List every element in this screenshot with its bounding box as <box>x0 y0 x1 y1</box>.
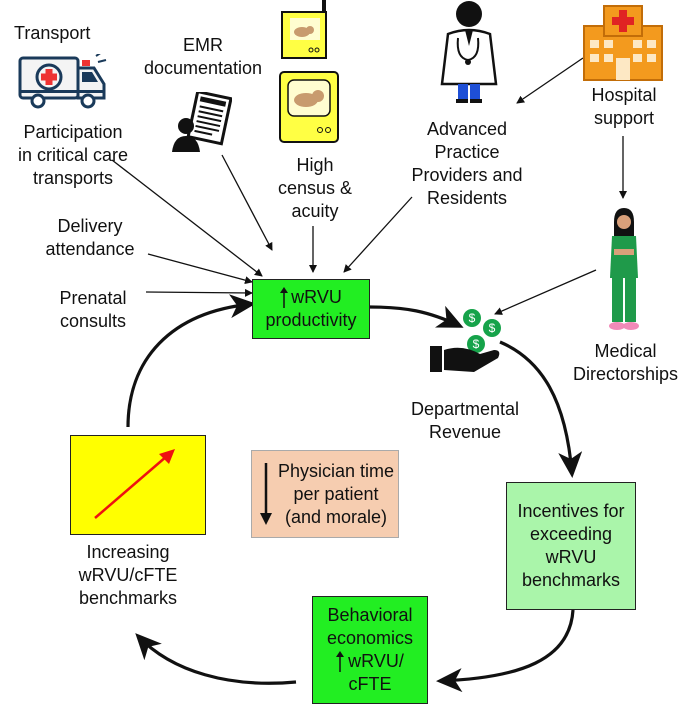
behavioral-line1: Behavioral economics <box>326 605 414 648</box>
wrvu-productivity-line1: wRVU <box>291 287 342 307</box>
up-arrow-icon <box>280 286 289 308</box>
cycle-arrow-incentives-to-behavioral <box>436 609 575 693</box>
hospital-building-icon <box>583 5 663 81</box>
svg-text:$: $ <box>473 337 480 351</box>
arrow-emr-to-wrvu <box>221 154 273 251</box>
wrvu-productivity-line2: productivity <box>265 310 357 330</box>
label-prenatal: Prenatal consults <box>59 288 127 331</box>
cycle-arrow-benchmarks-to-wrvu <box>126 294 256 428</box>
up-arrow-icon <box>336 650 345 672</box>
incentives-text: Incentives for exceeding wRVU benchmarks <box>517 501 625 590</box>
arrow-participation-to-wrvu <box>111 159 263 277</box>
arrow-directorships-to-revenue <box>494 269 597 315</box>
arrow-hospital-to-app <box>516 57 584 104</box>
female-doctor-icon <box>609 208 639 330</box>
label-increasing-benchmarks: Increasing wRVU/cFTE benchmarks <box>78 542 178 608</box>
document-signature-icon <box>172 92 232 152</box>
ambulance-icon <box>18 54 107 109</box>
money-hand-icon: $ $ $ <box>430 309 501 372</box>
label-hospital-support: Hospital support <box>591 85 657 128</box>
label-delivery: Delivery attendance <box>45 216 135 259</box>
down-arrow-icon <box>260 463 272 525</box>
physician-time-box: Physician time per patient (and morale) <box>251 450 399 538</box>
baby-incubator-icon <box>279 0 339 143</box>
label-departmental-revenue: Departmental Revenue <box>410 399 520 442</box>
behavioral-economics-box: Behavioral economics wRVU/ cFTE <box>312 596 428 704</box>
label-emr: EMR documentation <box>143 35 263 78</box>
behavioral-line2: wRVU/ <box>348 651 404 671</box>
doctor-icon <box>440 1 498 103</box>
physician-time-text: Physician time per patient (and morale) <box>277 460 395 527</box>
label-high-census: High census & acuity <box>277 155 353 221</box>
trend-up-arrow-icon <box>94 449 175 519</box>
label-participation: Participation in critical care transport… <box>17 122 129 188</box>
behavioral-line3: cFTE <box>348 674 392 694</box>
arrow-delivery-to-wrvu <box>147 253 253 285</box>
label-medical-directorships: Medical Directorships <box>572 341 679 384</box>
svg-text:$: $ <box>489 321 496 335</box>
label-transport: Transport <box>14 23 91 43</box>
benchmark-chart-box <box>70 435 206 535</box>
svg-text:$: $ <box>469 311 476 325</box>
cycle-arrow-revenue-to-incentives <box>499 340 583 478</box>
cycle-arrow-behavioral-to-benchmarks <box>135 633 297 685</box>
arrow-prenatal-to-wrvu <box>145 288 253 297</box>
cycle-arrow-wrvu-to-revenue <box>369 305 464 328</box>
arrow-app-to-wrvu <box>343 196 413 273</box>
incentives-box: Incentives for exceeding wRVU benchmarks <box>506 482 636 610</box>
wrvu-productivity-box: wRVU productivity <box>252 279 370 339</box>
label-advanced-practice: Advanced Practice Providers and Resident… <box>411 119 523 208</box>
